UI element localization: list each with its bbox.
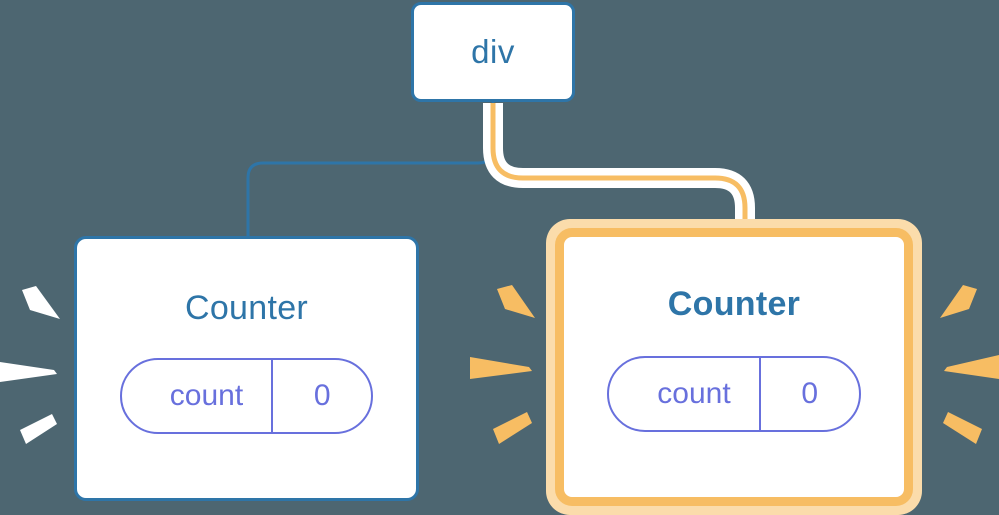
state-name-right: count [657, 377, 731, 410]
node-counter-right-label: Counter [667, 285, 801, 323]
node-counter-left-label: Counter [184, 289, 309, 327]
node-counter-left[interactable]: Counter count 0 [74, 236, 419, 501]
state-pill-left[interactable]: count 0 [119, 358, 374, 434]
edge-div-to-counter-left [246, 101, 495, 238]
state-pill-right[interactable]: count 0 [607, 356, 861, 432]
highlight-ring-inner: Counter count 0 [570, 243, 898, 491]
state-value-right: 0 [758, 358, 859, 430]
state-value-left: 0 [271, 360, 371, 432]
state-pill-right-wrapper: count 0 [607, 356, 861, 432]
state-pill-left-wrapper: count 0 [119, 358, 374, 434]
highlight-ring-outer: Counter count 0 [555, 228, 913, 506]
node-div-label: div [471, 33, 515, 70]
node-div[interactable]: div [411, 2, 575, 102]
edge-div-to-counter-right [490, 103, 748, 240]
state-name-left: count [169, 379, 244, 412]
node-counter-right[interactable]: Counter count 0 [546, 219, 922, 515]
